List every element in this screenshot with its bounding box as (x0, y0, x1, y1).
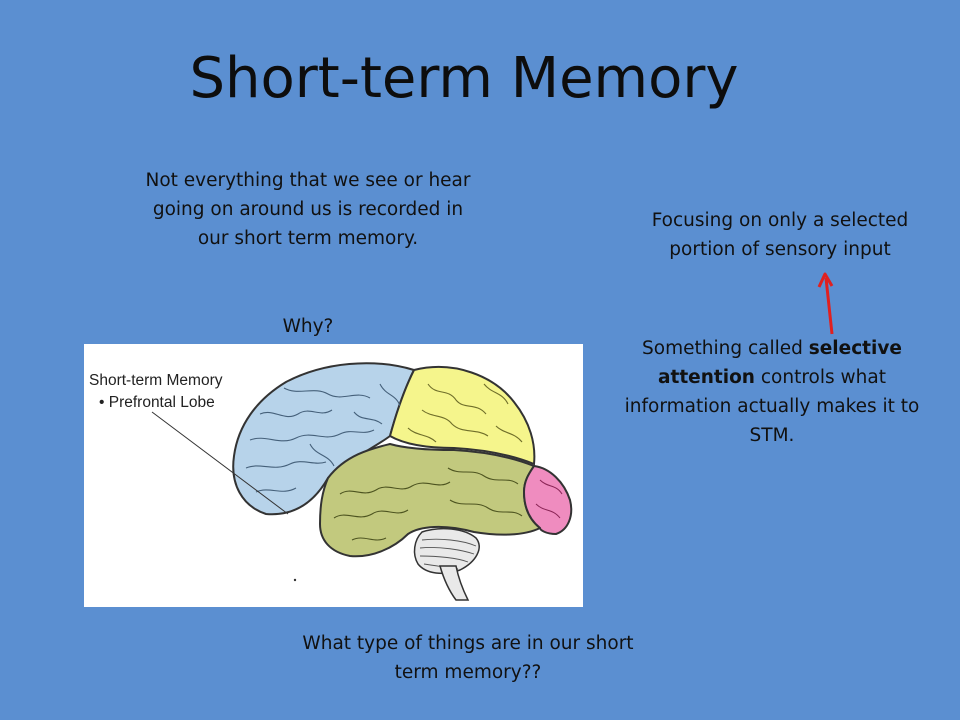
diagram-label-prefrontal-lobe: • Prefrontal Lobe (99, 394, 215, 411)
label-pointer-line (151, 411, 289, 515)
selective-attention-term: selective attention (658, 338, 902, 388)
selective-attention-text: Something called selective attention con… (618, 334, 926, 450)
selective-attention-text-part1: Something called (642, 338, 809, 359)
why-question: Why? (282, 316, 334, 337)
parietal-lobe (388, 366, 536, 466)
brain-diagram: Short-term Memory • Prefrontal Lobe (84, 344, 583, 607)
up-arrow-icon (817, 272, 834, 335)
selective-attention-text-part2: controls what information actually makes… (624, 367, 920, 446)
cerebellum (413, 527, 480, 575)
brain-illustration (151, 362, 573, 601)
selected-input-text: Focusing on only a selected portion of s… (651, 210, 909, 260)
slide-title: Short-term Memory (189, 46, 739, 111)
intro-text: Not everything that we see or hear going… (145, 170, 471, 249)
closing-question: What type of things are in our short ter… (302, 633, 634, 683)
brain-stem (439, 565, 470, 601)
diagram-label-short-term-memory: Short-term Memory (89, 372, 223, 389)
